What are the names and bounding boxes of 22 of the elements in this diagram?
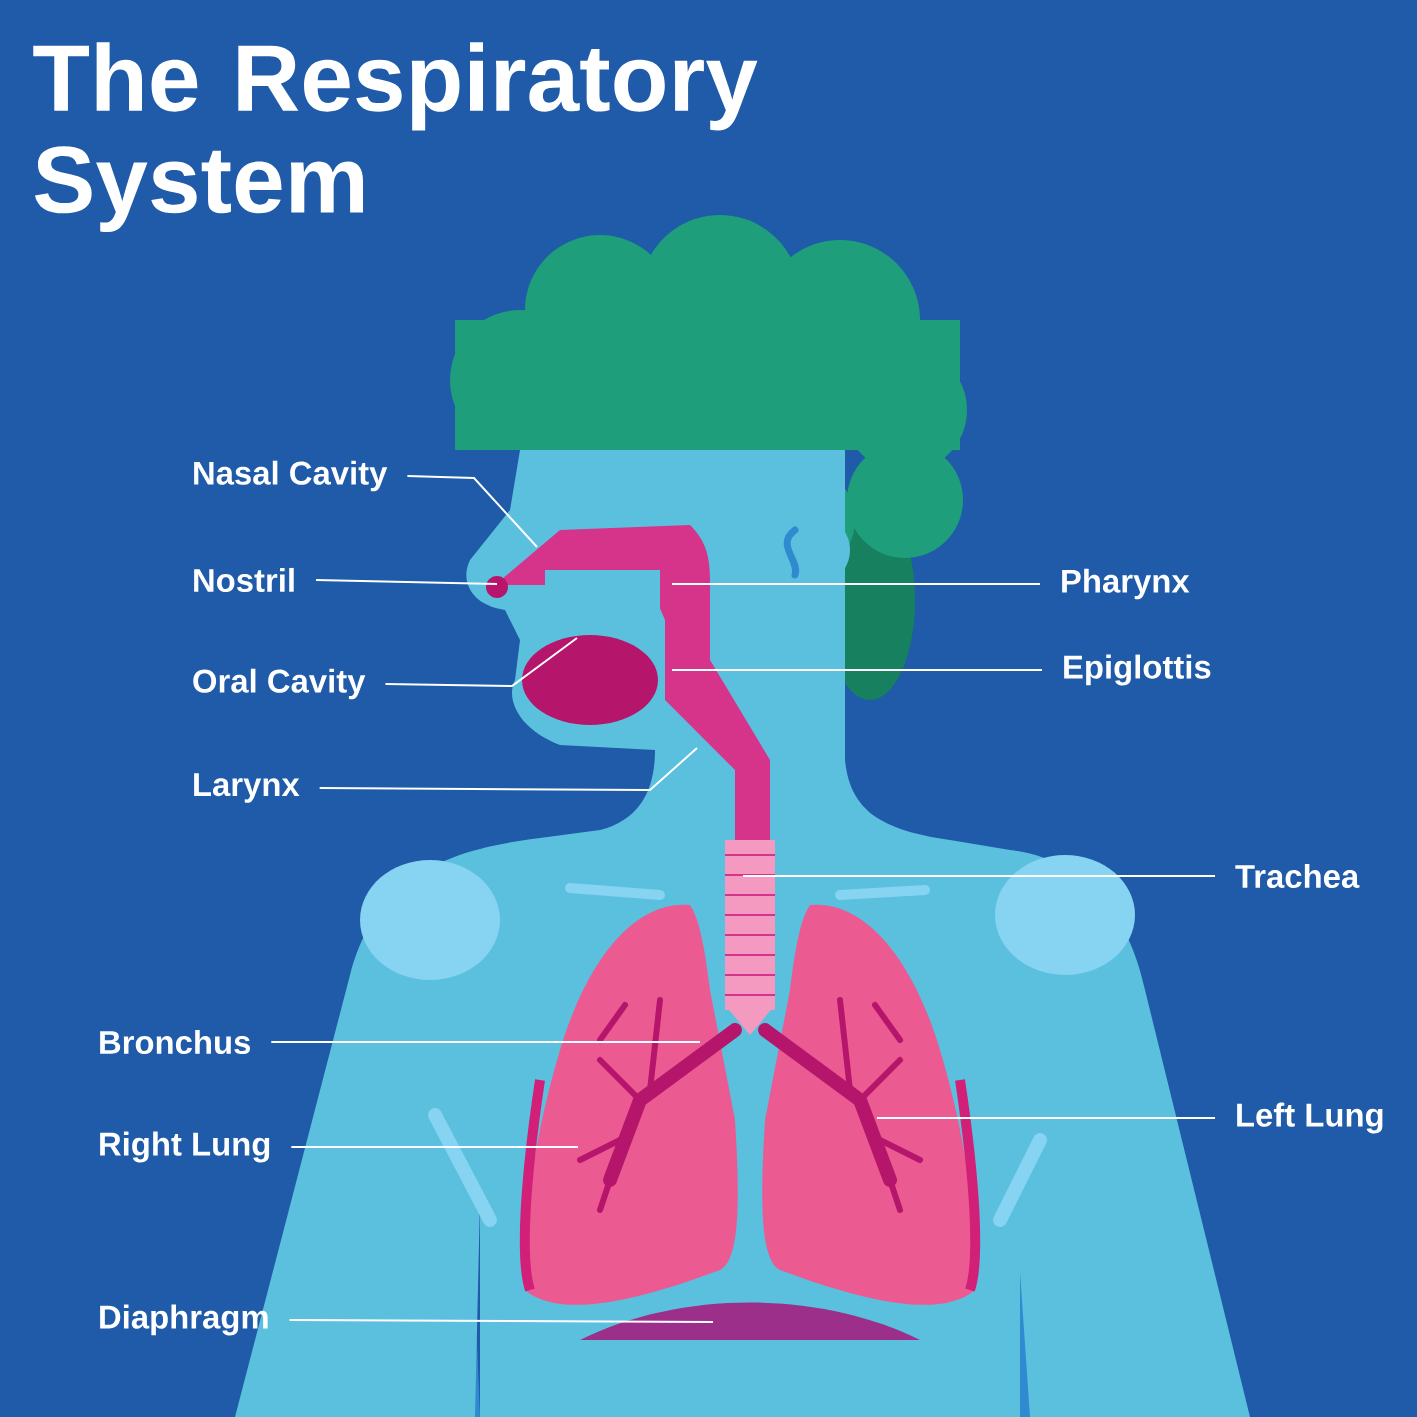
leader-line [876, 1117, 1216, 1119]
title-text: The Respiratory System [33, 42, 758, 233]
label-text: Nostril [194, 567, 294, 593]
label-text: Diaphragm [100, 1304, 268, 1336]
leader-line [406, 475, 538, 548]
label-text: Right Lung [100, 1131, 270, 1163]
label-text: Trachea [1235, 863, 1360, 889]
leader-line [288, 1319, 714, 1323]
leader-line [671, 669, 1043, 671]
leader-line [742, 875, 1216, 877]
label-text: Larynx [194, 773, 300, 803]
label-text: Pharynx [1062, 568, 1190, 600]
label-text: Bronchus [100, 1029, 250, 1055]
leader-line [318, 747, 698, 791]
label-text: Left Lung [1237, 1102, 1383, 1134]
leader-line [270, 1041, 701, 1043]
leader-line [384, 637, 578, 687]
leader-line [671, 583, 1041, 585]
leader-line [315, 579, 498, 585]
label-text: Nasal Cavity [194, 460, 388, 492]
label-text: Epiglottis [1064, 654, 1211, 686]
label-text: Oral Cavity [193, 668, 366, 700]
